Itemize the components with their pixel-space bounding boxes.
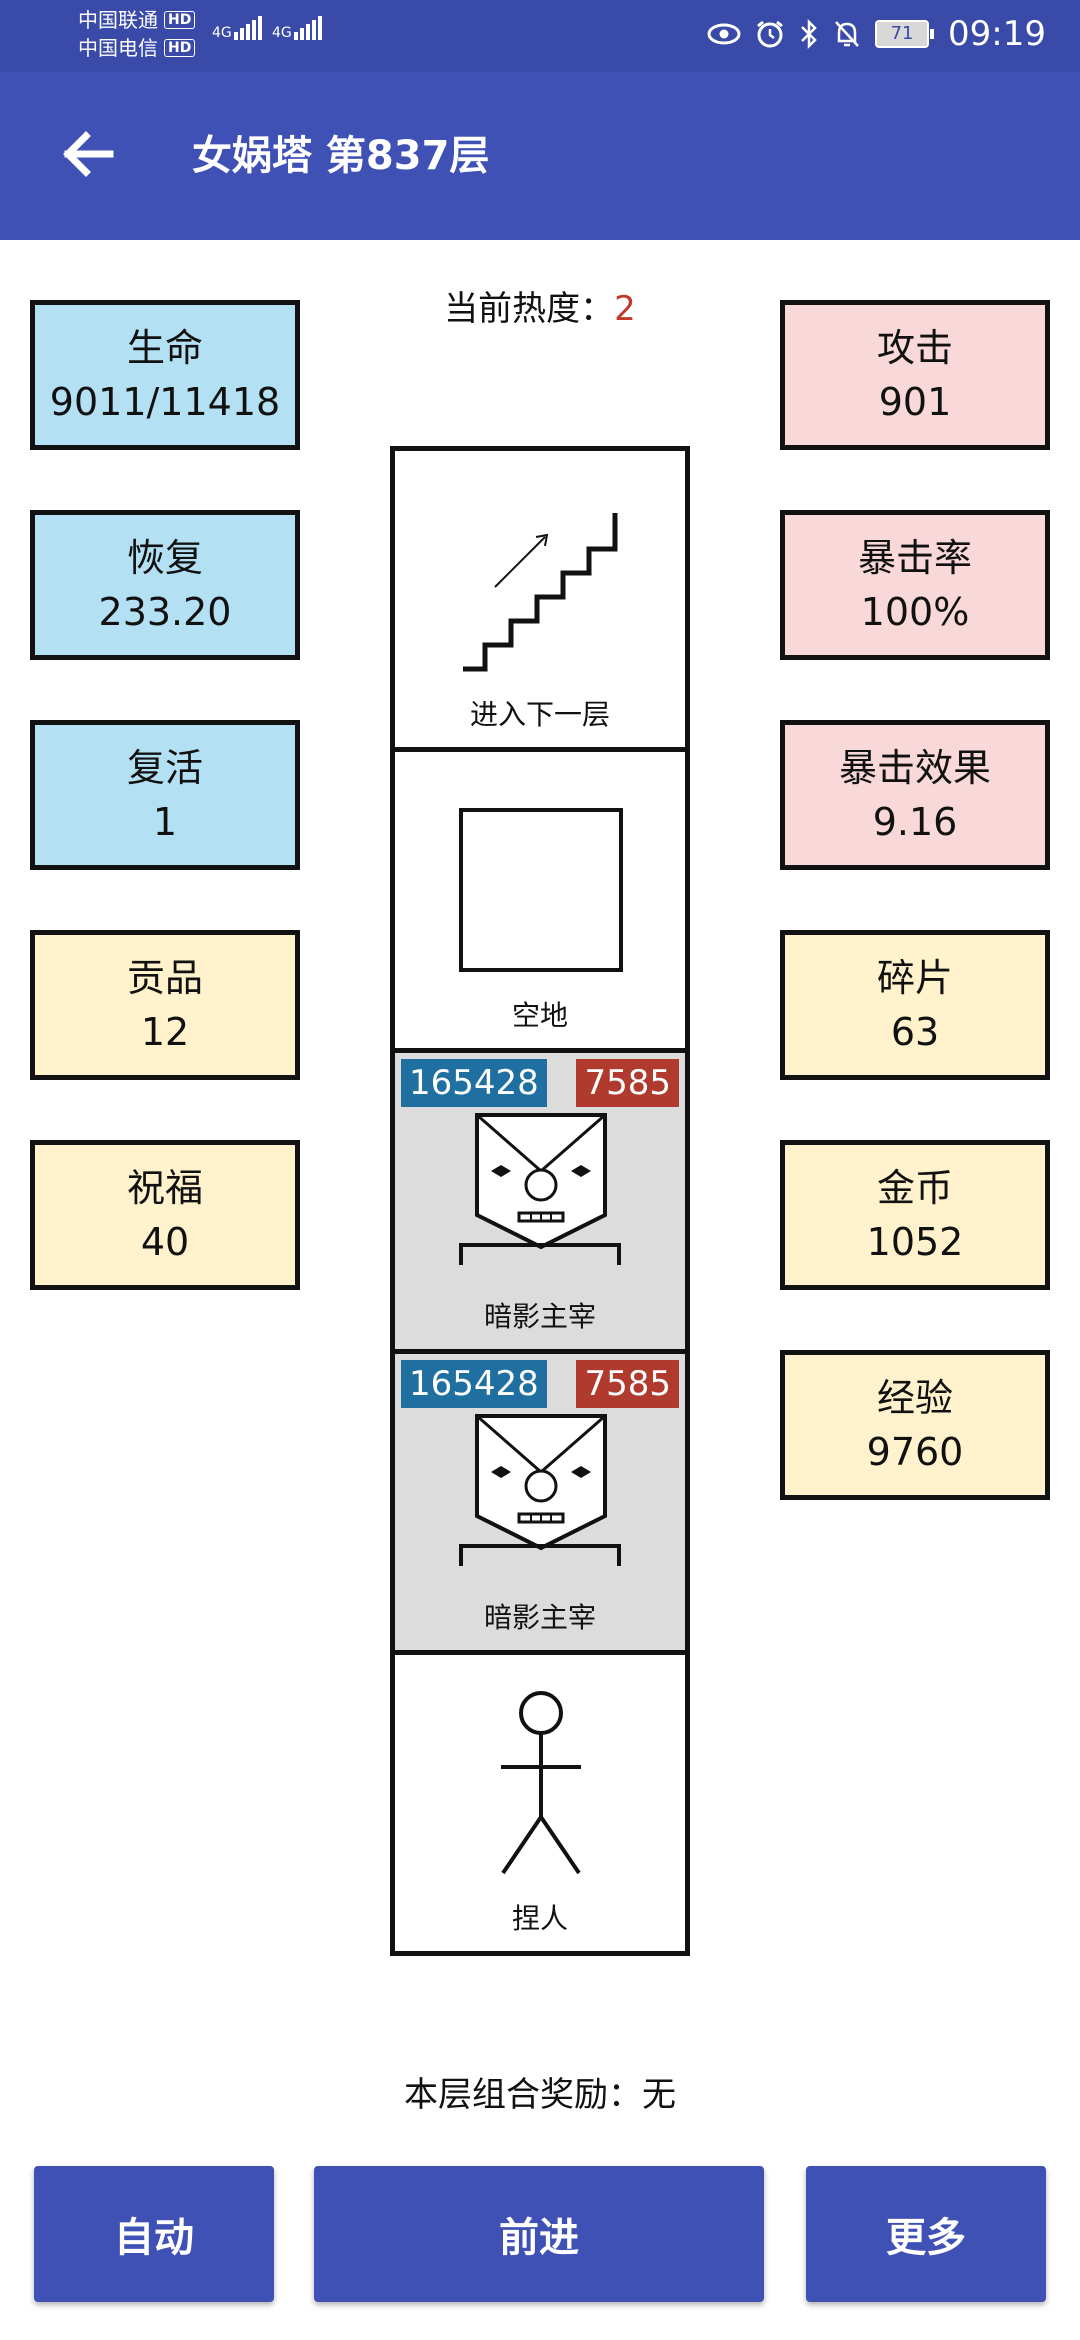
stat-value: 233.20 xyxy=(98,590,232,634)
stat-experience: 经验 9760 xyxy=(780,1350,1050,1500)
signal-1: 4G xyxy=(212,16,262,40)
stat-value: 1052 xyxy=(866,1220,964,1264)
combo-reward: 本层组合奖励：无 xyxy=(404,2075,676,2115)
tower-cell-empty[interactable]: 空地 xyxy=(390,747,690,1053)
stat-blessing: 祝福 40 xyxy=(30,1140,300,1290)
stat-tribute: 贡品 12 xyxy=(30,930,300,1080)
tower-cell-enemy[interactable]: 165428 7585 暗影主宰 xyxy=(390,1349,690,1655)
shadow-lord-icon xyxy=(459,1414,621,1566)
cell-label: 进入下一层 xyxy=(469,698,610,731)
stat-crit-rate: 暴击率 100% xyxy=(780,510,1050,660)
heat-label: 当前热度： xyxy=(444,289,615,329)
battery-level: 71 xyxy=(875,20,930,48)
carrier-info: 中国联通 HD 中国电信 HD xyxy=(78,6,196,62)
stat-fragments: 碎片 63 xyxy=(780,930,1050,1080)
auto-button[interactable]: 自动 xyxy=(34,2166,274,2302)
stat-value: 1 xyxy=(152,800,178,844)
tower-cell-stairs[interactable]: 进入下一层 xyxy=(390,446,690,752)
signal-2: 4G xyxy=(272,16,322,40)
stat-value: 12 xyxy=(140,1010,190,1054)
back-arrow-icon[interactable] xyxy=(58,124,118,184)
hd-badge-2: HD xyxy=(164,39,196,57)
stat-value: 901 xyxy=(878,380,952,424)
enemy-attack-badge: 7585 xyxy=(576,1360,679,1408)
stat-label: 碎片 xyxy=(876,956,953,1000)
stick-figure-icon xyxy=(501,1691,581,1875)
stat-value: 63 xyxy=(890,1010,940,1054)
cell-label: 空地 xyxy=(511,999,568,1032)
hd-badge-1: HD xyxy=(164,11,196,29)
carrier-name-1: 中国联通 xyxy=(78,8,158,32)
stat-label: 暴击率 xyxy=(857,536,972,580)
signal-bars-icon xyxy=(233,16,262,40)
stat-value: 9011/11418 xyxy=(49,380,281,424)
stat-label: 金币 xyxy=(876,1166,953,1210)
stat-value: 9.16 xyxy=(872,800,958,844)
status-icons: 71 09:19 xyxy=(707,14,1046,54)
bluetooth-icon xyxy=(801,19,817,49)
stat-crit-effect: 暴击效果 9.16 xyxy=(780,720,1050,870)
cell-label: 暗影主宰 xyxy=(483,1300,596,1333)
stat-revive: 复活 1 xyxy=(30,720,300,870)
alarm-icon xyxy=(757,20,783,48)
battery-icon: 71 xyxy=(875,20,935,48)
stat-value: 100% xyxy=(860,590,970,634)
stat-label: 祝福 xyxy=(126,1166,203,1210)
stat-label: 经验 xyxy=(876,1376,953,1420)
stairs-icon xyxy=(463,513,618,672)
enemy-hp-badge: 165428 xyxy=(401,1360,547,1408)
more-button[interactable]: 更多 xyxy=(806,2166,1046,2302)
network-type-1: 4G xyxy=(212,25,232,41)
stat-label: 暴击效果 xyxy=(838,746,991,790)
stat-label: 贡品 xyxy=(126,956,203,1000)
heat-value: 2 xyxy=(614,289,636,329)
stat-life: 生命 9011/11418 xyxy=(30,300,300,450)
heat-indicator: 当前热度：2 xyxy=(0,284,1080,334)
stat-recovery: 恢复 233.20 xyxy=(30,510,300,660)
cell-label: 捏人 xyxy=(511,1902,568,1935)
stat-attack: 攻击 901 xyxy=(780,300,1050,450)
shadow-lord-icon xyxy=(459,1113,621,1265)
network-type-2: 4G xyxy=(272,25,292,41)
enemy-hp-badge: 165428 xyxy=(401,1059,547,1107)
tower-column: 进入下一层 空地 165428 7585 暗影主宰 xyxy=(390,446,690,1956)
tower-cell-enemy[interactable]: 165428 7585 暗影主宰 xyxy=(390,1048,690,1354)
stat-label: 生命 xyxy=(126,326,203,370)
bell-off-icon xyxy=(835,21,859,47)
stat-gold: 金币 1052 xyxy=(780,1140,1050,1290)
app-bar: 女娲塔 第837层 xyxy=(0,72,1080,240)
eye-icon xyxy=(707,23,741,45)
cell-label: 暗影主宰 xyxy=(483,1601,596,1634)
stat-label: 攻击 xyxy=(876,326,953,370)
tower-cell-character[interactable]: 捏人 xyxy=(390,1650,690,1956)
stat-label: 复活 xyxy=(126,746,203,790)
page-title: 女娲塔 第837层 xyxy=(192,133,490,179)
signal-bars-icon xyxy=(293,16,322,40)
carrier-name-2: 中国电信 xyxy=(78,36,158,60)
enemy-attack-badge: 7585 xyxy=(576,1059,679,1107)
empty-square-icon xyxy=(459,808,623,972)
stat-label: 恢复 xyxy=(126,536,203,580)
stat-value: 40 xyxy=(140,1220,190,1264)
status-bar: 中国联通 HD 中国电信 HD 4G 4G 71 09:19 xyxy=(0,0,1080,72)
stat-value: 9760 xyxy=(866,1430,964,1474)
forward-button[interactable]: 前进 xyxy=(314,2166,764,2302)
clock: 09:19 xyxy=(948,14,1046,54)
